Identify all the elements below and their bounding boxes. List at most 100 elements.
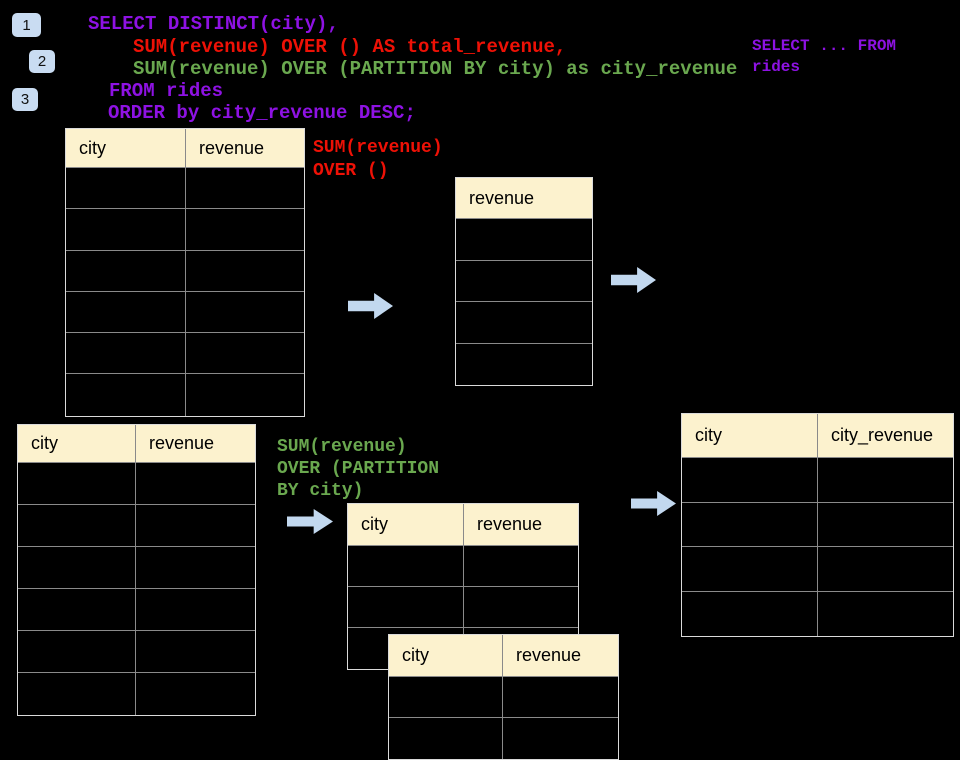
table-cell (456, 344, 592, 386)
table-cell (456, 219, 592, 261)
table-partition-overlap: city revenue (388, 634, 619, 760)
table-cell (136, 589, 255, 631)
table-row (389, 718, 618, 759)
table-cell (18, 463, 136, 505)
table-cell (66, 209, 186, 251)
table-cell (18, 631, 136, 673)
table-cell (348, 587, 464, 628)
table-cell (682, 591, 818, 636)
table-cell (186, 251, 304, 292)
table-cell (464, 587, 578, 628)
table-row (682, 458, 953, 503)
table-cell (186, 209, 304, 251)
table-row (66, 333, 304, 375)
header-cell-revenue: revenue (136, 425, 255, 463)
table-cell (456, 302, 592, 344)
table-row (66, 291, 304, 334)
table-cell (186, 168, 304, 210)
table-row (66, 374, 304, 416)
table-header-row: city revenue (18, 425, 255, 463)
table-header-row: city city_revenue (682, 414, 953, 458)
partition-label-line1: SUM(revenue) (277, 437, 407, 457)
table-source-top: city revenue (65, 128, 305, 417)
arrow-right-icon (611, 267, 656, 293)
total-label-line2: OVER () (313, 161, 389, 181)
table-header-row: city revenue (348, 504, 578, 546)
side-note-line1: SELECT ... FROM (752, 37, 897, 55)
table-cell (456, 261, 592, 302)
table-cell (66, 291, 186, 334)
sql-line-select: SELECT DISTINCT(city), (88, 13, 339, 35)
table-row (66, 168, 304, 210)
header-cell-revenue: revenue (186, 129, 304, 168)
table-cell (503, 677, 618, 718)
table-row (456, 344, 592, 386)
header-cell-city-revenue: city_revenue (818, 414, 953, 458)
table-cell (818, 592, 953, 637)
table-partition-mid: city revenue (347, 503, 579, 670)
table-cell (136, 463, 255, 505)
table-row (682, 591, 953, 637)
table-cell (389, 718, 503, 759)
table-cell (66, 374, 186, 416)
table-cell (389, 677, 503, 718)
arrow-right-icon (348, 293, 393, 319)
table-source-bottom: city revenue (17, 424, 256, 716)
table-cell (682, 458, 818, 503)
header-cell-revenue: revenue (456, 178, 592, 219)
table-cell (682, 547, 818, 592)
step-badge-1: 1 (12, 13, 41, 37)
table-cell (186, 292, 304, 334)
table-row (18, 673, 255, 715)
sql-line-from: FROM rides (109, 80, 224, 102)
table-row (18, 631, 255, 673)
sql-line-partition: SUM(revenue) OVER (PARTITION BY city) as… (133, 58, 738, 80)
table-header-row: city revenue (389, 635, 618, 677)
table-row (66, 250, 304, 292)
table-cell (348, 546, 464, 587)
step-badge-3: 3 (12, 88, 38, 111)
table-header-row: revenue (456, 178, 592, 219)
table-cell (136, 673, 255, 715)
table-row (348, 546, 578, 587)
table-row (682, 547, 953, 592)
table-row (389, 677, 618, 718)
table-row (18, 547, 255, 589)
table-row (456, 261, 592, 302)
table-cell (18, 505, 136, 547)
table-cell (66, 250, 186, 292)
table-cell (818, 458, 953, 503)
sql-line-total: SUM(revenue) OVER () AS total_revenue, (133, 36, 567, 58)
table-cell (66, 333, 186, 375)
header-cell-city: city (66, 129, 186, 168)
arrow-right-icon (631, 491, 676, 516)
side-note-line2: rides (752, 58, 801, 76)
header-cell-city: city (389, 635, 503, 677)
table-row (18, 589, 255, 631)
table-cell (682, 502, 818, 547)
table-cell (136, 547, 255, 589)
table-row (66, 209, 304, 251)
table-total-revenue: revenue (455, 177, 593, 386)
table-row (18, 505, 255, 547)
table-row (348, 587, 578, 628)
header-cell-city: city (682, 414, 818, 458)
table-row (18, 463, 255, 505)
table-cell (503, 718, 618, 759)
table-result: city city_revenue (681, 413, 954, 637)
table-cell (464, 546, 578, 587)
header-cell-revenue: revenue (464, 504, 578, 546)
header-cell-revenue: revenue (503, 635, 618, 677)
table-row (456, 302, 592, 344)
arrow-right-icon (287, 509, 333, 534)
step-badge-2: 2 (29, 50, 55, 73)
header-cell-city: city (18, 425, 136, 463)
partition-label-line2: OVER (PARTITION (277, 459, 440, 479)
table-cell (818, 503, 953, 547)
table-cell (18, 589, 136, 631)
table-cell (66, 168, 186, 210)
table-cell (186, 333, 304, 375)
table-cell (18, 547, 136, 589)
table-cell (136, 631, 255, 673)
partition-label-line3: BY city) (277, 481, 364, 501)
